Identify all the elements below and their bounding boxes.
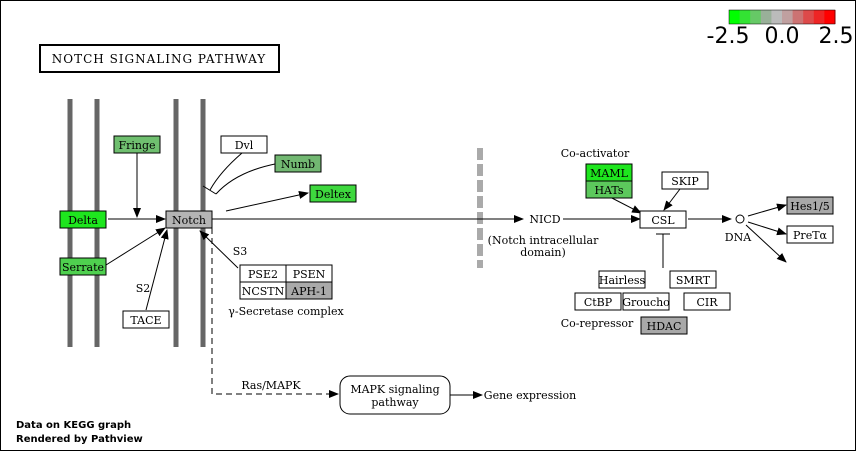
footer-data-source: Data on KEGG graph xyxy=(16,420,131,431)
legend-swatch xyxy=(782,10,794,24)
gene-nodes: Fringe Delta Serrate Notch Dvl Numb Delt… xyxy=(59,135,834,335)
mapk-pathway-label-1: MAPK signaling xyxy=(350,383,439,396)
edge-dna-hes xyxy=(747,203,787,217)
gene-pse2-label: PSE2 xyxy=(248,268,278,281)
gene-delta[interactable]: Delta xyxy=(59,210,107,229)
gene-cir-label: CIR xyxy=(696,296,718,309)
label-gamma-secretase: γ-Secretase complex xyxy=(228,305,344,318)
legend-max-label: 2.5 xyxy=(819,24,854,49)
gene-dvl-label: Dvl xyxy=(235,139,254,152)
gene-maml[interactable]: MAML xyxy=(585,163,633,182)
gene-groucho-label: Groucho xyxy=(622,296,670,309)
edge-deltex xyxy=(225,191,309,212)
gene-smrt[interactable]: SMRT xyxy=(669,270,717,289)
gene-hats-label: HATs xyxy=(594,184,623,197)
gene-hes15[interactable]: Hes1/5 xyxy=(786,196,834,215)
gene-aph1[interactable]: APH-1 xyxy=(285,281,333,300)
gene-aph1-label: APH-1 xyxy=(290,285,327,298)
gene-notch[interactable]: Notch xyxy=(165,210,213,229)
pathway-title-box: NOTCH SIGNALING PATHWAY xyxy=(39,44,280,73)
gene-hes15-label: Hes1/5 xyxy=(790,200,829,213)
gene-ctbp[interactable]: CtBP xyxy=(574,292,622,311)
gene-ctbp-label: CtBP xyxy=(584,296,613,309)
footer-rendered-by: Rendered by Pathview xyxy=(16,434,143,445)
label-nicd: NICD xyxy=(529,213,560,226)
label-s3: S3 xyxy=(233,245,248,258)
gene-numb-label: Numb xyxy=(281,158,315,171)
gene-delta-label: Delta xyxy=(68,214,98,227)
label-s2: S2 xyxy=(136,282,151,295)
edge-hats-csl xyxy=(607,195,642,214)
gene-hdac[interactable]: HDAC xyxy=(640,316,688,335)
legend-swatch xyxy=(739,10,751,24)
legend-swatch xyxy=(803,10,815,24)
edge-tace-notch xyxy=(145,229,169,311)
gene-hats[interactable]: HATs xyxy=(585,180,633,199)
gene-smrt-label: SMRT xyxy=(676,274,711,287)
gene-maml-label: MAML xyxy=(590,167,628,180)
gene-deltex-label: Deltex xyxy=(315,188,352,201)
label-coactivator: Co-activator xyxy=(561,147,630,160)
gene-dvl[interactable]: Dvl xyxy=(220,135,268,154)
gene-hdac-label: HDAC xyxy=(647,320,682,333)
edge-notch-mapk xyxy=(211,228,339,398)
mapk-pathway-label-2: pathway xyxy=(371,396,419,409)
pathway-edges xyxy=(105,152,787,399)
gene-ncstn-label: NCSTN xyxy=(242,285,285,298)
gene-deltex[interactable]: Deltex xyxy=(309,184,357,203)
pathway-title: NOTCH SIGNALING PATHWAY xyxy=(52,52,266,66)
gene-notch-label: Notch xyxy=(172,214,206,227)
gene-numb[interactable]: Numb xyxy=(274,154,322,173)
gene-skip-label: SKIP xyxy=(671,175,699,188)
edge-skip-csl xyxy=(663,188,681,211)
label-corepressor: Co-repressor xyxy=(561,317,634,330)
gene-hairless-label: Hairless xyxy=(599,274,646,287)
edge-serrate-notch xyxy=(105,227,166,266)
edge-numb-notch xyxy=(215,163,276,195)
label-dna: DNA xyxy=(725,231,752,244)
legend-min-label: -2.5 xyxy=(707,24,750,49)
gene-skip[interactable]: SKIP xyxy=(661,171,709,190)
legend-swatch xyxy=(824,10,836,24)
gene-csl-label: CSL xyxy=(651,214,675,227)
legend-mid-label: 0.0 xyxy=(765,24,800,49)
edge-secretase-notch xyxy=(199,230,239,269)
gene-cir[interactable]: CIR xyxy=(683,292,731,311)
gene-ncstn[interactable]: NCSTN xyxy=(239,281,287,300)
label-ras-mapk: Ras/MAPK xyxy=(241,379,301,392)
legend-swatch xyxy=(813,10,825,24)
gene-psen[interactable]: PSEN xyxy=(285,264,333,283)
legend-swatch xyxy=(771,10,783,24)
annotation-labels: S2 S3 γ-Secretase complex NICD (Notch in… xyxy=(136,147,753,402)
legend-swatch xyxy=(729,10,741,24)
edge-dvl-bar xyxy=(202,185,217,195)
gene-pretalpha-label: PreTα xyxy=(793,229,828,242)
legend-swatch xyxy=(792,10,804,24)
label-nicd-desc-1: (Notch intracellular xyxy=(488,234,599,247)
dna-node xyxy=(735,214,745,224)
legend-swatch xyxy=(750,10,762,24)
mapk-pathway-node[interactable]: MAPK signaling pathway xyxy=(339,375,451,415)
edge-dna-target xyxy=(745,224,787,263)
gene-serrate-label: Serrate xyxy=(62,261,104,274)
gene-psen-label: PSEN xyxy=(293,268,326,281)
color-legend: -2.5 0.0 2.5 xyxy=(707,9,854,49)
edge-dvl-notch xyxy=(209,152,243,191)
gene-serrate[interactable]: Serrate xyxy=(59,257,107,276)
edge-dna-pretalpha xyxy=(747,221,787,236)
gene-tace-label: TACE xyxy=(130,314,161,327)
label-nicd-desc-2: domain) xyxy=(520,246,566,259)
gene-tace[interactable]: TACE xyxy=(122,310,170,329)
gene-pretalpha[interactable]: PreTα xyxy=(786,225,834,244)
label-gene-expression: Gene expression xyxy=(484,389,576,402)
gene-csl[interactable]: CSL xyxy=(639,210,687,229)
gene-pse2[interactable]: PSE2 xyxy=(239,264,287,283)
gene-groucho[interactable]: Groucho xyxy=(622,292,670,311)
gene-hairless[interactable]: Hairless xyxy=(598,270,646,289)
gene-fringe[interactable]: Fringe xyxy=(113,135,161,154)
legend-swatch xyxy=(760,10,772,24)
gene-fringe-label: Fringe xyxy=(118,139,155,152)
